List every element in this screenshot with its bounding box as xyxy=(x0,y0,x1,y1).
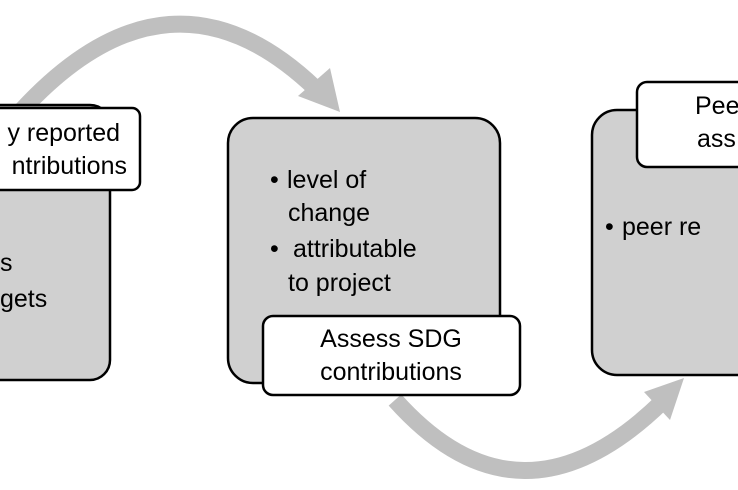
left-step: y reported ntributions s gets xyxy=(0,103,142,382)
right-bullet-1: peer re xyxy=(622,213,701,241)
right-label-line-1: Pee xyxy=(695,92,738,120)
left-label-line-2: ntributions xyxy=(12,152,127,180)
right-step-label-box xyxy=(635,80,738,169)
bottom-curved-arrow xyxy=(388,394,668,479)
bullet-dot: • xyxy=(605,213,614,241)
middle-label-line-1: Assess SDG xyxy=(320,325,462,353)
right-step: Pee ass • peer re xyxy=(590,80,738,377)
middle-bullet-2: attributable xyxy=(293,235,417,263)
middle-bullet-1-cont: change xyxy=(288,199,370,227)
middle-bullet-2-cont: to project xyxy=(288,269,391,297)
left-bullet-line-1: s xyxy=(0,249,13,277)
left-bullet-line-2: gets xyxy=(0,285,47,313)
bottom-arrowhead xyxy=(644,378,684,420)
middle-step: • level of change • attributable to proj… xyxy=(226,116,522,397)
middle-step-label-box xyxy=(261,314,522,397)
bullet-dot: • xyxy=(270,166,279,194)
left-label-line-1: y reported xyxy=(7,119,120,147)
bullet-dot: • xyxy=(270,235,279,263)
middle-bullet-1: level of xyxy=(287,166,366,194)
middle-label-line-2: contributions xyxy=(320,358,462,386)
left-step-label-box xyxy=(0,106,142,192)
top-arrowhead xyxy=(298,68,340,112)
top-curved-arrow xyxy=(15,15,321,116)
right-label-line-2: ass xyxy=(697,125,736,153)
